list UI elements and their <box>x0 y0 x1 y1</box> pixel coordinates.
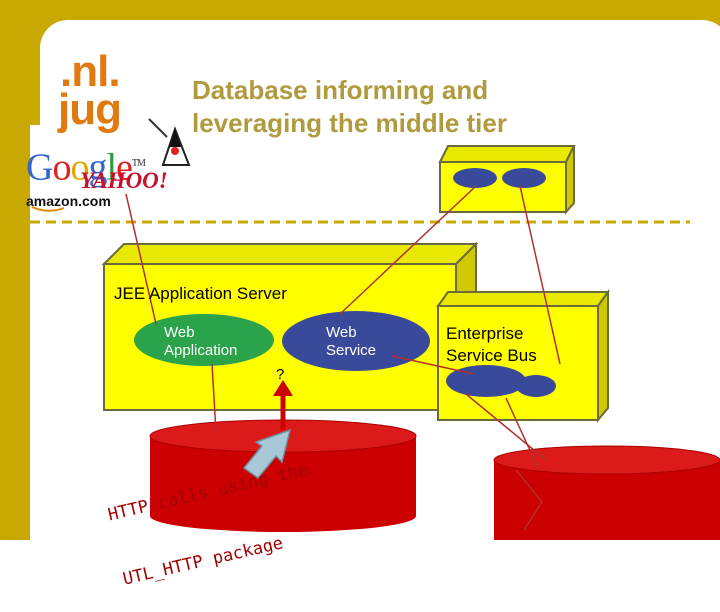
top-box-ellipse-left <box>453 168 497 188</box>
top-box-ellipse-right <box>502 168 546 188</box>
web-application-ellipse <box>134 314 274 366</box>
web-application-label: Web Application <box>164 324 237 360</box>
up-arrow-icon <box>273 380 293 396</box>
callout-arrow-icon <box>242 428 292 480</box>
connector-lines <box>125 185 561 531</box>
web-service-label: Web Service <box>326 324 376 360</box>
jee-server-label: JEE Application Server <box>114 284 287 303</box>
google-logo: GoogleTM <box>26 146 146 189</box>
architecture-diagram <box>30 145 720 540</box>
duke-mascot-icon <box>148 118 191 166</box>
nljug-logo-nl-text: .nl. <box>60 47 121 96</box>
slide-title-line1: Database informing and <box>192 75 489 105</box>
slide-frame-left <box>0 0 30 540</box>
yahoo-logo: YAHOO! <box>80 168 168 193</box>
web-application-label-line1: Web <box>164 324 195 341</box>
question-mark-label: ? <box>276 366 285 383</box>
database-right <box>493 445 720 540</box>
slide-title: Database informing and leveraging the mi… <box>192 74 592 140</box>
slide-title-line2: leveraging the middle tier <box>192 108 507 138</box>
esb-label-line1: Enterprise <box>446 324 524 343</box>
amazon-smile-icon <box>31 206 65 212</box>
top-system-box <box>438 145 576 215</box>
web-application-label-line2: Application <box>164 342 238 359</box>
nljug-logo-jug: jug <box>58 85 122 134</box>
amazon-logo: amazon.com <box>26 193 111 209</box>
http-note-line1: HTTP calls using the <box>106 459 311 526</box>
esb-label: Enterprise Service Bus <box>446 323 537 367</box>
esb-label-line2: Service Bus <box>446 346 537 365</box>
web-service-label-line2: Service <box>326 342 377 359</box>
nljug-logo-nl: .nl. <box>60 50 121 94</box>
web-service-label-line1: Web <box>326 324 357 341</box>
esb-ellipse-small <box>516 375 556 397</box>
http-note-line2: UTL_HTTP package <box>120 533 286 590</box>
